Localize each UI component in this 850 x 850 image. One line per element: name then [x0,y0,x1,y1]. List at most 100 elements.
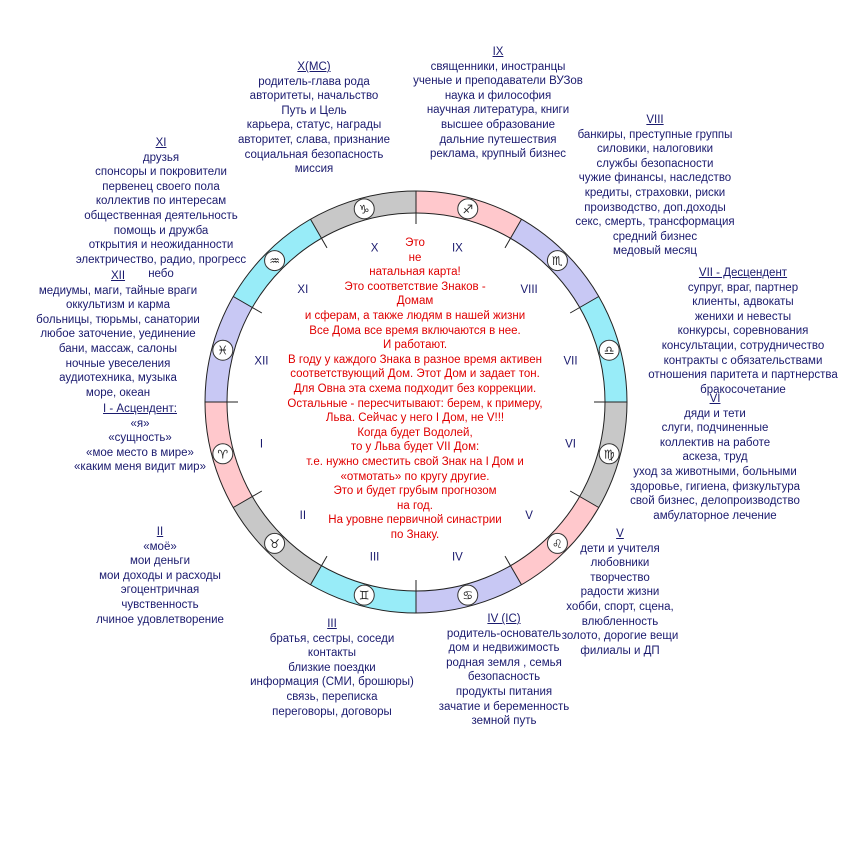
sign-glyph: ♐ [462,202,473,216]
cusp-line [569,296,599,314]
house-10-line: родитель-глава рода [258,75,370,88]
center-line: Это и будет грубым прогнозом [333,485,497,498]
center-line: Это соответствие Знаков - [344,280,486,293]
house-12-line: бани, массаж, салоны [58,342,178,355]
house-7-line: консультации, сотрудничество [661,339,825,352]
house-4-line: родитель-основатель [446,627,562,640]
house-4-line: родная земля , семья [446,656,562,669]
house-3-line: братья, сестры, соседи [269,632,395,645]
house-11-line: спонсоры и покровители [95,166,227,179]
house-10-line: Путь и Цель [281,104,347,117]
house-8-line: средний бизнес [612,230,698,243]
house-12-line: любое заточение, уединение [40,328,196,341]
house-6-line: здоровье, гигиена, физкультура [629,480,800,493]
house-number: XI [297,284,308,296]
sign-glyph: ♋ [462,589,473,603]
house-9-title: IX [492,46,504,58]
house-5-line: творчество [590,571,650,584]
house-7-line: контракты с обязательствами [663,354,823,367]
libra-icon [598,339,620,361]
house-12-line: медиумы, маги, тайные враги [38,284,198,297]
house-11-line: коллектив по интересам [95,195,227,208]
center-line: «отмотать» по кругу другие. [340,470,490,483]
house-8-title: VIII [646,114,664,126]
pisces-icon [212,339,234,361]
house-9-line: наука и философия [444,89,552,102]
house-2-line: лчиное удовлетворение [96,613,224,626]
center-line: И работают. [382,339,448,352]
house-8-line: банкиры, преступные группы [577,128,733,141]
center-line: На уровне первичной синастрии [328,514,502,527]
center-line: по Знаку. [390,528,440,541]
house-1-line: «каким меня видит мир» [74,461,206,474]
house-4-line: дом и недвижимость [448,642,560,655]
house-6-line: коллектив на работе [659,436,771,449]
house-6-line: дяди и тети [684,407,746,420]
house-5-line: филиалы и ДП [580,644,660,657]
house-8-line: силовики, налоговики [596,143,714,156]
house-5-description: V дети и учителя любовники творчество ра… [540,527,700,658]
house-7-line: клиенты, адвокаты [692,296,794,309]
house-number: II [300,510,306,522]
house-number: III [370,552,380,564]
house-3-line: переговоры, договоры [272,705,392,718]
house-11-line: первенец своего пола [102,180,220,193]
house-number: I [260,438,263,450]
house-10-line: миссия [294,163,334,176]
center-line: т.е. нужно сместить свой Знак на I Дом и [306,455,524,468]
house-4-description: IV (IC) родитель-основатель дом и недвиж… [404,612,604,729]
center-line: то у Льва будет VII Дом: [350,441,480,454]
house-5-line: радости жизни [580,586,660,599]
center-line: соответствующий Дом. Этот Дом и задает т… [290,368,540,381]
house-3-line: связь, переписка [286,690,378,703]
house-11-line: друзья [142,151,180,164]
cusp-line [569,490,599,508]
house-number: IX [452,242,463,254]
house-12-line: ночные увеселения [65,357,171,370]
house-12-description: XII медиумы, маги, тайные враги оккульти… [18,269,218,400]
house-number: IV [452,552,463,564]
house-5-line: влюбленность [581,615,659,628]
sign-glyph: ♑ [359,202,370,216]
house-1-line: «мое место в мире» [86,446,194,459]
house-number: XII [254,356,268,368]
sign-glyph: ♌ [552,537,563,551]
house-6-description: VI дяди и тети слуги, подчиненные коллек… [620,392,810,523]
house-6-line: амбулаторное лечение [653,509,777,522]
center-line: не [408,251,422,264]
sign-glyph: ♒ [269,254,280,268]
house-11-line: электричество, радио, прогресс [75,253,247,266]
house-3-description: III братья, сестры, соседи контакты близ… [222,617,442,719]
center-line: Это [405,237,425,249]
center-line: Все Дома все время включаются в нее. [309,324,521,337]
house-12-line: море, океан [85,386,151,399]
house-8-line: чужие финансы, наследство [578,172,732,185]
house-number: VIII [521,284,538,296]
house-7-line: отношения паритета и партнерства [648,369,838,382]
house-12-line: аудиотехника, музыка [59,372,177,385]
house-11-title: XI [155,137,167,149]
center-line: Для Овна эта схема подходит без коррекци… [293,382,537,395]
taurus-icon [264,532,286,554]
sign-glyph: ♊ [359,589,370,603]
center-line: В году у каждого Знака в разное время ак… [288,353,542,366]
house-5-line: любовники [590,557,650,570]
capricorn-icon [353,198,375,220]
house-7-description: VII - Десцендент супруг, враг, партнер к… [643,266,843,397]
leo-icon [546,532,568,554]
sagittarius-icon [457,198,479,220]
house-8-line: службы безопасности [596,157,714,170]
house-11-line: открытия и неожиданности [88,239,234,252]
aries-icon [212,443,234,465]
house-1-title: I - Асцендент: [103,403,177,415]
center-line: Льва. Сейчас у него I Дом, не V!!! [325,412,505,425]
house-9-line: реклама, крупный бизнес [429,148,567,161]
house-10-title: X(MC) [297,61,331,73]
aquarius-icon [264,250,286,272]
center-line: Домам [396,295,434,308]
house-7-line: конкурсы, соревнования [677,325,809,338]
house-7-title: VII - Десцендент [698,267,788,279]
virgo-icon [598,443,620,465]
house-3-title: III [327,618,337,630]
house-8-line: секс, смерть, трансформация [575,216,735,229]
